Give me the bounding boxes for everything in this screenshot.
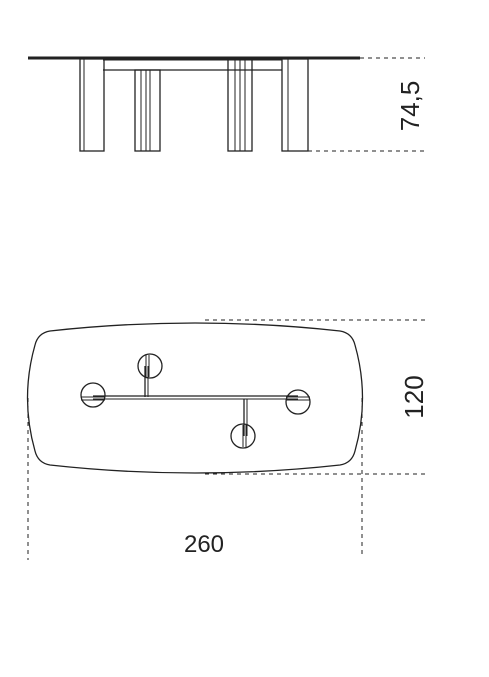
- side-elevation-view: [28, 56, 425, 152]
- depth-dimension-label: 120: [399, 375, 429, 418]
- leg-foot-1: [80, 382, 106, 408]
- top-plan-view: [26, 319, 425, 560]
- leg-foot-4: [285, 389, 311, 415]
- length-dimension-label: 260: [184, 531, 224, 558]
- leg-1: [79, 58, 105, 152]
- leg-4: [281, 58, 309, 152]
- leg-2: [134, 69, 161, 152]
- height-dimension-label: 74,5: [395, 81, 425, 132]
- leg-foot-2: [137, 353, 163, 379]
- leg-foot-3: [230, 423, 256, 449]
- tabletop-outline: [26, 322, 364, 474]
